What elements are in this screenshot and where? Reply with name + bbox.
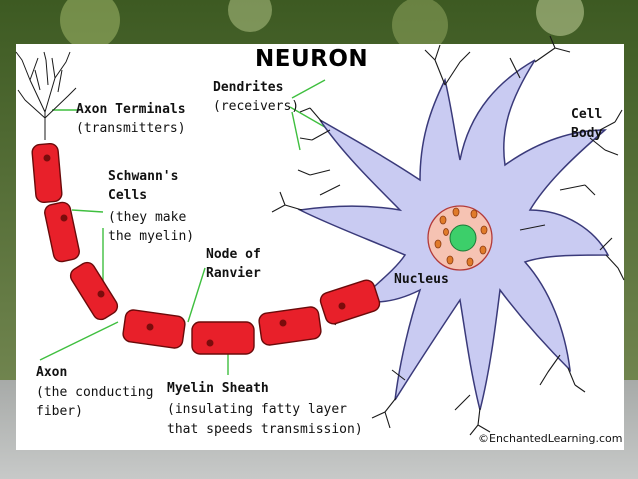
nucleus-label: Nucleus (394, 272, 449, 287)
diagram-title: NEURON (255, 46, 369, 72)
schwann-desc-line2: the myelin) (108, 229, 195, 244)
myelin-desc-line2: that speeds transmission) (167, 422, 363, 437)
axon-desc-line2: fiber) (36, 404, 83, 419)
dendrites-desc: (receivers) (213, 99, 300, 114)
axon-terminal-branches (15, 51, 77, 140)
nucleus-shape (427, 205, 493, 271)
schwann-label-line1: Schwann's (108, 169, 179, 184)
axon-terminals-label: Axon Terminals (76, 102, 186, 117)
cell-body-label-line1: Cell (571, 107, 603, 122)
myelin-desc-line1: (insulating fatty layer (167, 402, 348, 417)
node-of-ranvier-line2: Ranvier (206, 266, 261, 281)
axon-label: Axon (36, 365, 68, 380)
cell-body-label-line2: Body (571, 126, 603, 141)
schwann-label-line2: Cells (108, 188, 148, 203)
axon-terminals-desc: (transmitters) (76, 121, 186, 136)
schwann-cell-nuclei (43, 154, 346, 347)
schwann-desc-line1: (they make (108, 210, 187, 225)
copyright-credit: ©EnchantedLearning.com (478, 432, 623, 445)
node-of-ranvier-line1: Node of (206, 247, 261, 262)
dendrites-label: Dendrites (213, 80, 284, 95)
axon-desc-line1: (the conducting (36, 385, 154, 400)
myelin-sheath-segments (31, 142, 381, 355)
myelin-sheath-label: Myelin Sheath (167, 381, 269, 396)
